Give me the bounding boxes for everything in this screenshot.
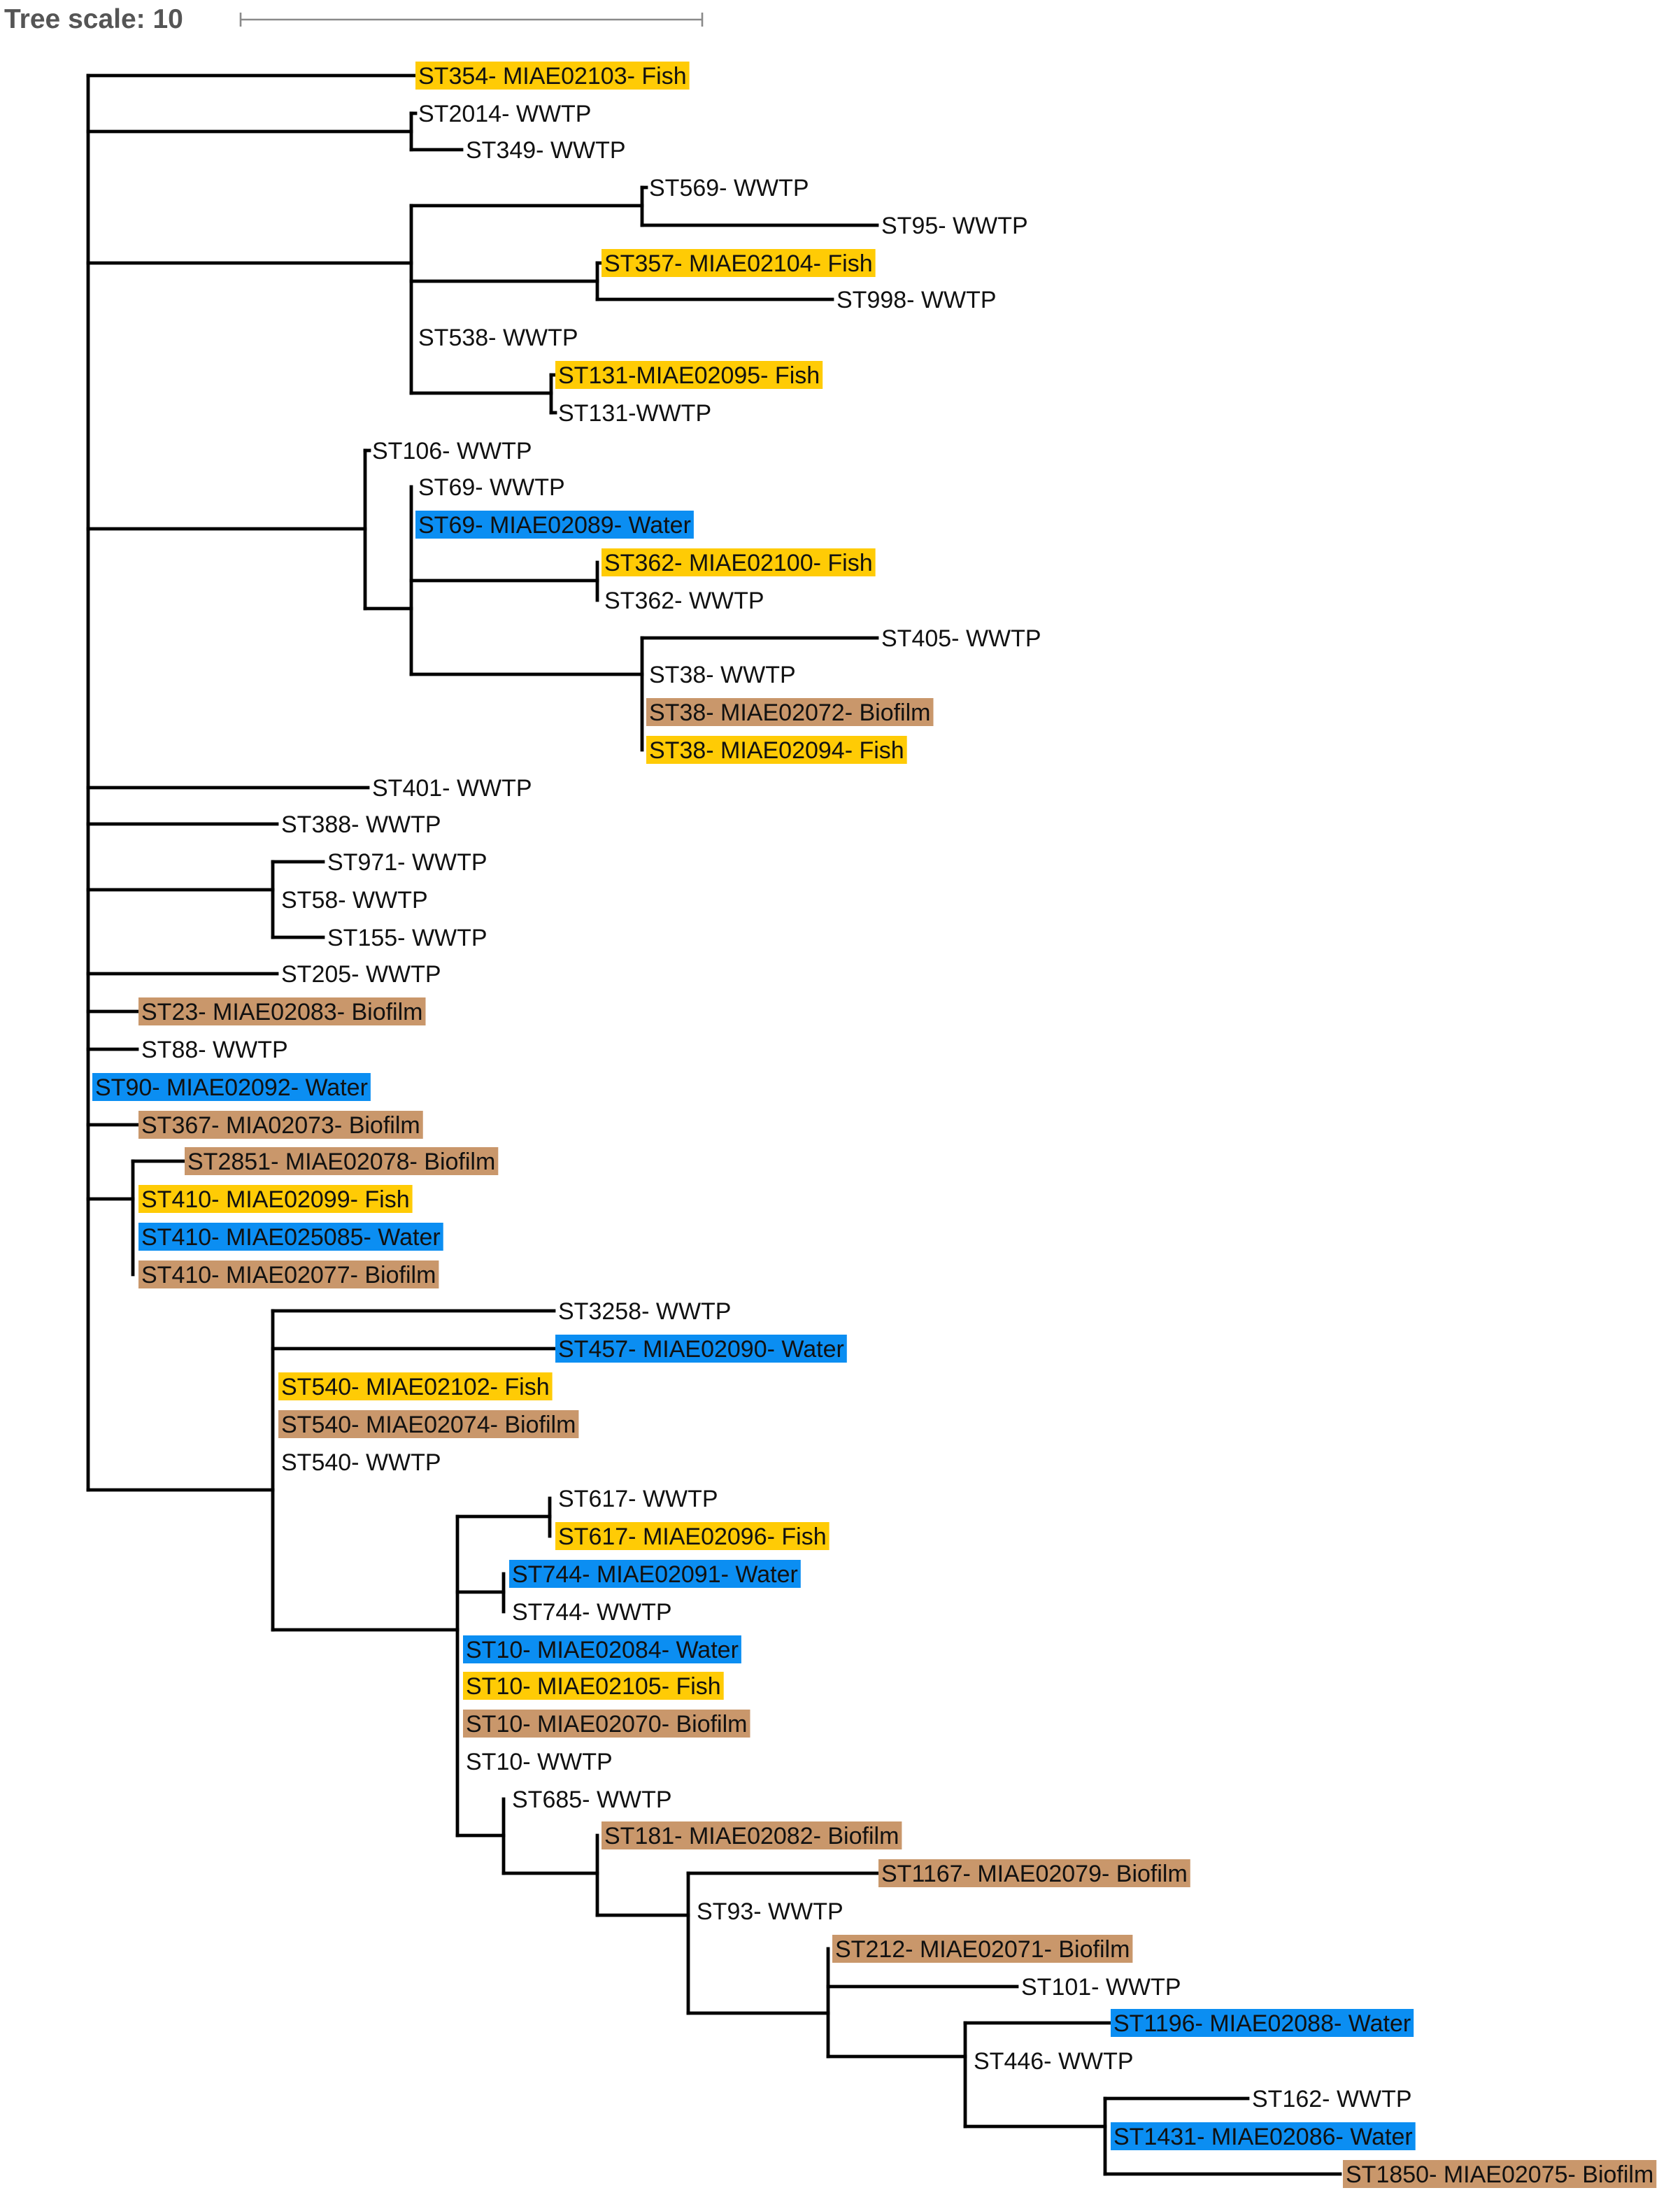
leaf-label: ST155- WWTP <box>327 925 487 951</box>
leaf-highlight <box>832 1935 1133 1963</box>
leaf-label: ST744- WWTP <box>512 1599 672 1626</box>
leaf-label: ST405- WWTP <box>881 625 1041 652</box>
leaf-label: ST349- WWTP <box>466 137 626 164</box>
leaf-highlight <box>1343 2160 1657 2188</box>
leaf-label: ST106- WWTP <box>372 438 532 464</box>
leaf-label: ST212- MIAE02071- Biofilm <box>835 1936 1130 1963</box>
leaf-label: ST101- WWTP <box>1021 1974 1181 2001</box>
leaf-label: ST69- MIAE02089- Water <box>418 512 691 539</box>
leaf-highlight <box>1111 2122 1416 2150</box>
leaf-highlight <box>555 1522 830 1550</box>
leaf-label: ST457- MIAE02090- Water <box>558 1336 844 1363</box>
leaf-highlight <box>878 1859 1190 1887</box>
leaf-label: ST354- MIAE02103- Fish <box>418 63 687 90</box>
leaf-label: ST1196- MIAE02088- Water <box>1113 2010 1411 2037</box>
leaf-label: ST88- WWTP <box>141 1037 288 1063</box>
leaf-label: ST446- WWTP <box>974 2048 1134 2075</box>
leaf-label: ST93- WWTP <box>697 1898 843 1925</box>
leaf-label: ST1850- MIAE02075- Biofilm <box>1346 2161 1653 2188</box>
leaf-label: ST401- WWTP <box>372 775 532 802</box>
leaf-highlight <box>138 1223 443 1251</box>
leaf-highlight <box>463 1672 724 1700</box>
leaf-label: ST181- MIAE02082- Biofilm <box>604 1823 899 1849</box>
leaf-label: ST131-WWTP <box>558 400 711 427</box>
leaf-label: ST38- MIAE02094- Fish <box>649 737 904 764</box>
leaf-highlight <box>601 249 876 277</box>
leaf-label: ST10- MIAE02084- Water <box>466 1637 739 1663</box>
leaf-label: ST38- MIAE02072- Biofilm <box>649 699 931 726</box>
tree-branches <box>86 73 1342 2176</box>
leaf-highlight <box>415 511 694 539</box>
leaf-label: ST1431- MIAE02086- Water <box>1113 2124 1413 2150</box>
leaf-label: ST362- WWTP <box>604 588 764 614</box>
leaf-label: ST367- MIA02073- Biofilm <box>141 1112 420 1139</box>
leaf-label: ST410- MIAE02077- Biofilm <box>141 1262 436 1288</box>
leaf-highlight <box>601 1821 902 1849</box>
leaf-label: ST388- WWTP <box>281 811 441 838</box>
leaf-label: ST617- WWTP <box>558 1486 718 1512</box>
leaf-label: ST617- MIAE02096- Fish <box>558 1523 827 1550</box>
leaf-label: ST131-MIAE02095- Fish <box>558 362 820 389</box>
tree-scale: Tree scale: 10 <box>4 4 704 34</box>
leaf-highlight <box>138 997 426 1025</box>
leaf-highlights <box>92 62 1657 2188</box>
leaf-label: ST540- MIAE02074- Biofilm <box>281 1412 576 1438</box>
leaf-highlight <box>138 1185 413 1213</box>
leaf-highlight <box>92 1073 371 1101</box>
leaf-highlight <box>415 62 690 90</box>
leaf-label: ST69- WWTP <box>418 474 565 501</box>
leaf-highlight <box>509 1560 801 1588</box>
leaf-highlight <box>138 1260 439 1288</box>
leaf-label: ST1167- MIAE02079- Biofilm <box>881 1861 1188 1887</box>
leaf-label: ST95- WWTP <box>881 213 1028 239</box>
leaf-label: ST58- WWTP <box>281 887 428 914</box>
leaf-label: ST569- WWTP <box>649 175 809 201</box>
leaf-highlight <box>463 1635 741 1663</box>
leaf-label: ST38- WWTP <box>649 662 796 688</box>
leaf-highlight <box>278 1372 553 1400</box>
leaf-highlight <box>278 1410 579 1438</box>
leaf-highlight <box>1111 2009 1414 2037</box>
leaf-label: ST162- WWTP <box>1252 2086 1412 2112</box>
leaf-label: ST998- WWTP <box>837 287 997 313</box>
leaf-label: ST10- MIAE02070- Biofilm <box>466 1711 748 1738</box>
leaf-label: ST540- MIAE02102- Fish <box>281 1374 550 1400</box>
leaf-label: ST3258- WWTP <box>558 1298 731 1325</box>
leaf-label: ST971- WWTP <box>327 849 487 876</box>
leaf-highlight <box>646 736 907 764</box>
leaf-highlight <box>463 1710 750 1738</box>
leaf-label: ST538- WWTP <box>418 325 578 351</box>
leaf-label: ST90- MIAE02092- Water <box>95 1074 368 1101</box>
leaf-label: ST10- MIAE02105- Fish <box>466 1673 721 1700</box>
leaf-label: ST2851- MIAE02078- Biofilm <box>187 1149 495 1175</box>
leaf-label: ST10- WWTP <box>466 1749 613 1775</box>
leaf-highlight <box>601 548 876 576</box>
leaf-label: ST357- MIAE02104- Fish <box>604 250 873 277</box>
leaf-label: ST410- MIAE025085- Water <box>141 1224 441 1251</box>
leaf-highlight <box>138 1111 423 1139</box>
leaf-label: ST744- MIAE02091- Water <box>512 1561 798 1588</box>
leaf-label: ST362- MIAE02100- Fish <box>604 550 873 576</box>
leaf-highlight <box>555 1335 847 1363</box>
leaf-label: ST540- WWTP <box>281 1449 441 1476</box>
leaf-label: ST685- WWTP <box>512 1787 672 1813</box>
tree-scale-label: Tree scale: 10 <box>4 4 183 34</box>
leaf-label: ST23- MIAE02083- Biofilm <box>141 999 423 1025</box>
leaf-label: ST2014- WWTP <box>418 101 591 127</box>
leaf-highlight <box>185 1147 499 1175</box>
leaf-label: ST410- MIAE02099- Fish <box>141 1186 410 1213</box>
leaf-highlight <box>646 698 934 726</box>
leaf-highlight <box>555 361 823 389</box>
leaf-label: ST205- WWTP <box>281 961 441 988</box>
